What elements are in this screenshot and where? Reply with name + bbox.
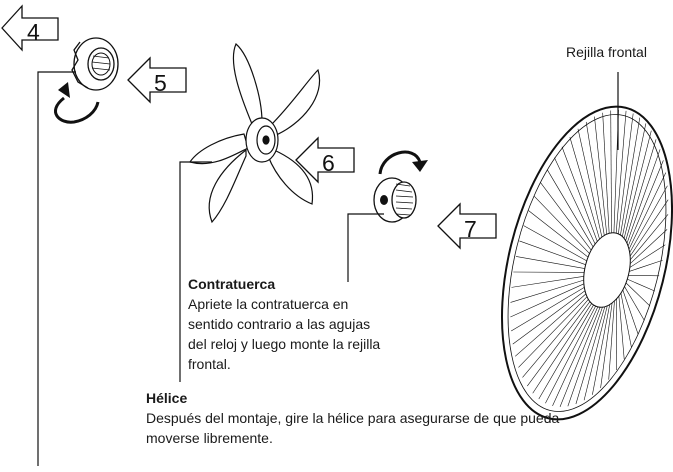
- grille-spoke: [629, 244, 666, 268]
- grille-spoke: [620, 292, 632, 348]
- step-number-6: 6: [322, 150, 335, 176]
- grille-spoke: [523, 225, 587, 262]
- grille-spoke: [628, 172, 667, 250]
- grille-spoke: [594, 116, 608, 235]
- lock-nut-title: Contratuerca: [188, 276, 276, 292]
- grille-spoke: [533, 196, 590, 254]
- grille-spoke: [569, 137, 600, 240]
- grille-spoke: [629, 199, 669, 257]
- front-grille-illustration: [500, 105, 673, 421]
- grille-spoke: [629, 229, 668, 264]
- grille-spoke: [610, 110, 612, 233]
- grille-spoke: [511, 287, 585, 332]
- grille-spoke: [622, 123, 647, 237]
- grille-spoke: [625, 282, 651, 307]
- grille-spoke: [602, 112, 610, 234]
- step-arrow-5: 5: [127, 56, 187, 104]
- grille-spoke: [623, 130, 652, 239]
- grille-spoke: [515, 256, 585, 269]
- grille-spoke: [567, 307, 603, 407]
- step-arrow-4: 4: [1, 4, 59, 52]
- lock-nut-callout: Contratuerca Apriete la contratuerca en …: [188, 274, 388, 374]
- grille-spoke: [626, 149, 661, 244]
- grille-spoke: [629, 185, 668, 253]
- grille-spoke: [519, 240, 586, 265]
- grille-spoke: [592, 304, 611, 395]
- grille-spoke: [538, 304, 594, 400]
- step-arrow-6: 6: [295, 136, 355, 184]
- grille-spoke: [528, 210, 589, 258]
- fan-blade-description: Después del montaje, gire la hélice para…: [146, 410, 560, 446]
- fan-blade-callout: Hélice Después del montaje, gire la héli…: [146, 388, 566, 448]
- grille-spoke: [546, 169, 594, 248]
- grille-spoke: [622, 289, 639, 335]
- grille-spoke: [512, 290, 586, 345]
- lock-nut-illustration: [373, 177, 417, 223]
- step-arrow-7: 7: [437, 202, 497, 250]
- grille-spoke: [518, 296, 588, 368]
- grille-spoke: [532, 303, 592, 394]
- spinner-nut-illustration: [71, 37, 119, 91]
- grille-spoke: [600, 302, 613, 388]
- step-number-5: 5: [154, 70, 167, 96]
- grille-spoke: [515, 293, 587, 357]
- grille-spoke: [561, 146, 598, 242]
- step-number-4: 4: [27, 19, 40, 45]
- grille-spoke: [577, 128, 603, 238]
- grille-spoke: [522, 299, 589, 378]
- rotation-arrow-icon: [378, 150, 428, 175]
- grille-spoke: [575, 306, 606, 405]
- grille-spoke: [627, 278, 656, 292]
- grille-spoke: [527, 301, 591, 387]
- rotation-arrow-icon: [54, 82, 100, 124]
- grille-spoke: [627, 160, 664, 247]
- grille-spoke: [583, 305, 608, 401]
- grille-spoke: [630, 214, 669, 261]
- grille-spoke: [615, 110, 627, 234]
- grille-spoke: [620, 117, 641, 236]
- grille-spoke: [540, 182, 592, 251]
- grille-spoke: [585, 121, 605, 236]
- lock-nut-description: Apriete la contratuerca en sentido contr…: [188, 296, 381, 372]
- grille-spoke: [624, 286, 645, 321]
- grille-spoke: [510, 283, 585, 318]
- grille-spoke: [625, 139, 657, 241]
- fan-blade-illustration: [189, 43, 321, 224]
- grille-spoke: [559, 307, 601, 407]
- front-grille-label: Rejilla frontal: [566, 44, 647, 60]
- fan-blade-title: Hélice: [146, 390, 188, 406]
- grille-spoke: [510, 279, 584, 303]
- grille-spoke: [608, 300, 615, 380]
- grille-spoke: [552, 306, 599, 406]
- grille-spoke: [554, 157, 596, 245]
- step-number-7: 7: [464, 216, 477, 242]
- grille-spoke: [545, 305, 596, 404]
- grille-spoke: [618, 113, 634, 234]
- grille-spoke: [511, 276, 584, 288]
- leader-lines: [37, 71, 619, 466]
- grille-spoke: [629, 259, 663, 272]
- grille-spoke: [618, 295, 625, 360]
